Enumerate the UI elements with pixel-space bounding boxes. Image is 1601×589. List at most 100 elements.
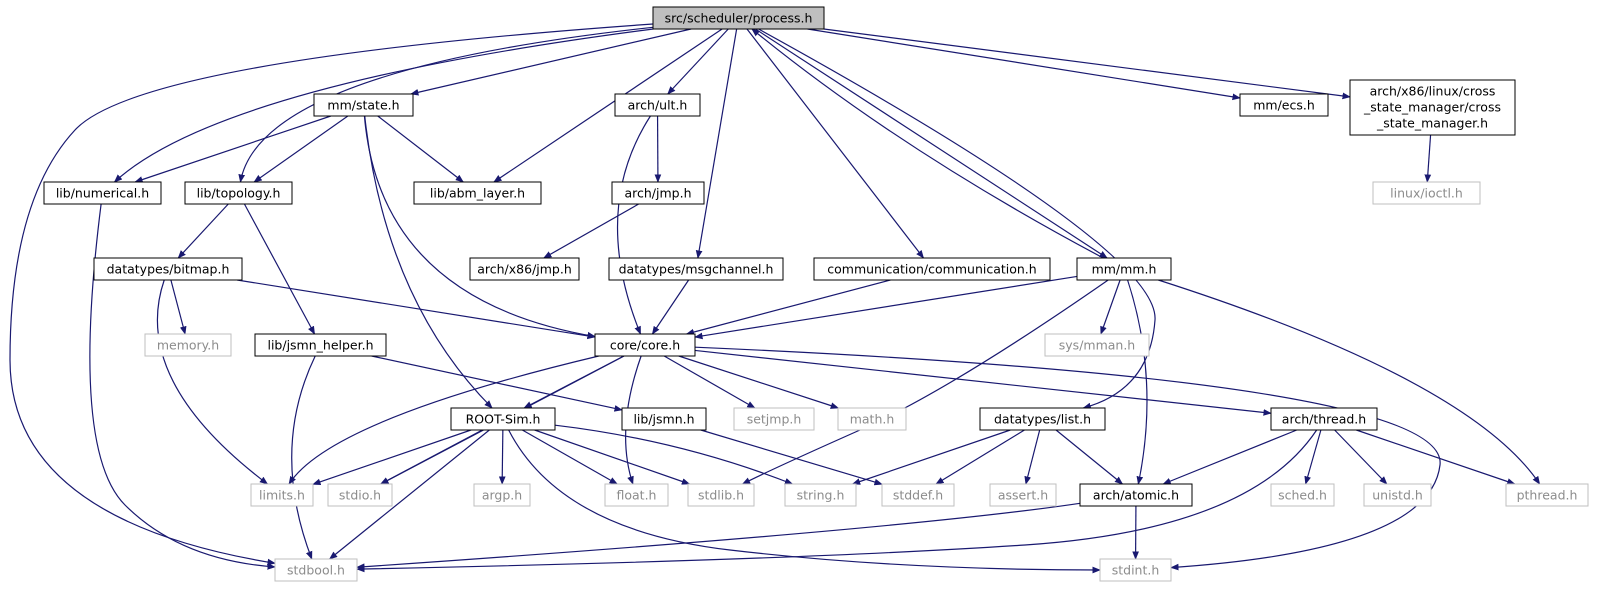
edge-core-to-thread [694,349,1272,416]
node-label-argp: argp.h [482,488,522,503]
edge-thread-to-stdbool [356,429,1318,573]
node-box-bitmap [93,257,243,281]
edge-thread-to-unistd [1334,429,1388,485]
node-box-stdlib [687,483,755,507]
edge-process-to-csm [823,28,1351,100]
node-csm[interactable]: arch/x86/linux/cross_state_manager/cross… [1349,79,1516,136]
node-numerical[interactable]: lib/numerical.h [43,181,162,205]
node-communication[interactable]: communication/communication.h [813,257,1051,281]
node-box-jmp [611,181,705,205]
node-label-ioctl: linux/ioctl.h [1390,186,1463,201]
edge-mm-to-sysmman [1100,279,1121,335]
node-label-mm: mm/mm.h [1092,262,1157,277]
node-label-stddef: stddef.h [893,488,943,503]
node-stdio: stdio.h [327,483,393,507]
edge-rootsim-to-string [554,424,794,485]
edge-core-to-limits [288,355,599,485]
node-label-msgchannel: datatypes/msgchannel.h [619,262,774,277]
node-box-list [979,407,1106,431]
node-box-stddef [881,483,955,507]
node-process[interactable]: src/scheduler/process.h [652,6,825,30]
edge-layer [9,23,1541,574]
edge-state-to-abm [377,115,464,183]
node-label-atomic: arch/atomic.h [1093,488,1179,503]
node-ioctl: linux/ioctl.h [1372,181,1481,205]
edge-process-to-abm [493,28,723,183]
edge-process-to-stdbool [9,23,654,566]
node-box-pthread [1505,483,1589,507]
node-box-communication [813,257,1051,281]
node-label-jsmn: lib/jsmn.h [633,412,694,427]
node-jsmn[interactable]: lib/jsmn.h [621,407,707,431]
node-ecs[interactable]: mm/ecs.h [1239,93,1329,117]
edge-process-to-topology [238,26,654,183]
node-box-rootsim [450,407,556,431]
node-string: string.h [784,483,857,507]
node-label-line-csm-2: _state_manager.h [1376,116,1488,131]
node-ult[interactable]: arch/ult.h [614,93,701,117]
node-box-abm [413,181,542,205]
node-box-memory [144,333,232,357]
node-state[interactable]: mm/state.h [313,93,414,117]
edge-state-to-core [363,115,596,339]
edge-mm-to-atomic [1126,279,1148,485]
node-rootsim[interactable]: ROOT-Sim.h [450,407,556,431]
edge-list-to-atomic [1055,429,1124,485]
node-label-process: src/scheduler/process.h [665,11,813,26]
edge-communication-to-core [685,279,891,336]
node-abm[interactable]: lib/abm_layer.h [413,181,542,205]
node-x86jmp[interactable]: arch/x86/jmp.h [469,257,580,281]
node-atomic[interactable]: arch/atomic.h [1079,483,1193,507]
node-label-bitmap: datatypes/bitmap.h [107,262,230,277]
edge-core-to-setjmp [663,355,756,409]
node-stddef: stddef.h [881,483,955,507]
node-list[interactable]: datatypes/list.h [979,407,1106,431]
node-box-state [313,93,414,117]
node-thread[interactable]: arch/thread.h [1270,407,1378,431]
node-label-sysmman: sys/mman.h [1059,338,1135,353]
node-mm[interactable]: mm/mm.h [1076,257,1172,281]
node-core[interactable]: core/core.h [594,333,696,357]
node-box-thread [1270,407,1378,431]
node-label-thread: arch/thread.h [1282,412,1366,427]
node-box-sysmman [1044,333,1150,357]
node-jsmnhelper[interactable]: lib/jsmn_helper.h [254,333,387,357]
node-argp: argp.h [473,483,531,507]
node-bitmap[interactable]: datatypes/bitmap.h [93,257,243,281]
node-box-csm [1349,79,1516,136]
node-topology[interactable]: lib/topology.h [184,181,293,205]
node-box-msgchannel [608,257,784,281]
node-stdbool: stdbool.h [274,558,358,582]
node-label-state: mm/state.h [327,98,399,113]
edge-atomic-to-stdbool [356,502,1081,571]
node-box-argp [473,483,531,507]
node-jmp[interactable]: arch/jmp.h [611,181,705,205]
node-label-jsmnhelper: lib/jsmn_helper.h [267,338,373,353]
node-label-numerical: lib/numerical.h [56,186,149,201]
edge-topology-to-bitmap [177,203,229,259]
edge-thread-to-atomic [1162,429,1298,485]
node-label-assert: assert.h [998,488,1048,503]
node-box-jsmnhelper [254,333,387,357]
node-box-float [604,483,669,507]
edge-process-to-numerical [113,28,654,183]
node-label-memory: memory.h [157,338,219,353]
node-float: float.h [604,483,669,507]
edge-mm-to-pthread [1158,279,1541,485]
node-box-sched [1270,483,1335,507]
node-label-stdbool: stdbool.h [287,563,345,578]
edge-thread-to-pthread [1356,429,1516,485]
node-label-ult: arch/ult.h [628,98,688,113]
edge-process-to-list [758,28,1156,410]
node-box-math [837,407,907,431]
node-stdlib: stdlib.h [687,483,755,507]
edge-topology-to-jsmnhelper [243,203,316,335]
node-label-sched: sched.h [1278,488,1327,503]
edge-rootsim-to-stdio [379,429,483,485]
node-box-topology [184,181,293,205]
node-box-stdbool [274,558,358,582]
edge-rootsim-to-stdbool [328,429,490,560]
node-box-x86jmp [469,257,580,281]
node-msgchannel[interactable]: datatypes/msgchannel.h [608,257,784,281]
